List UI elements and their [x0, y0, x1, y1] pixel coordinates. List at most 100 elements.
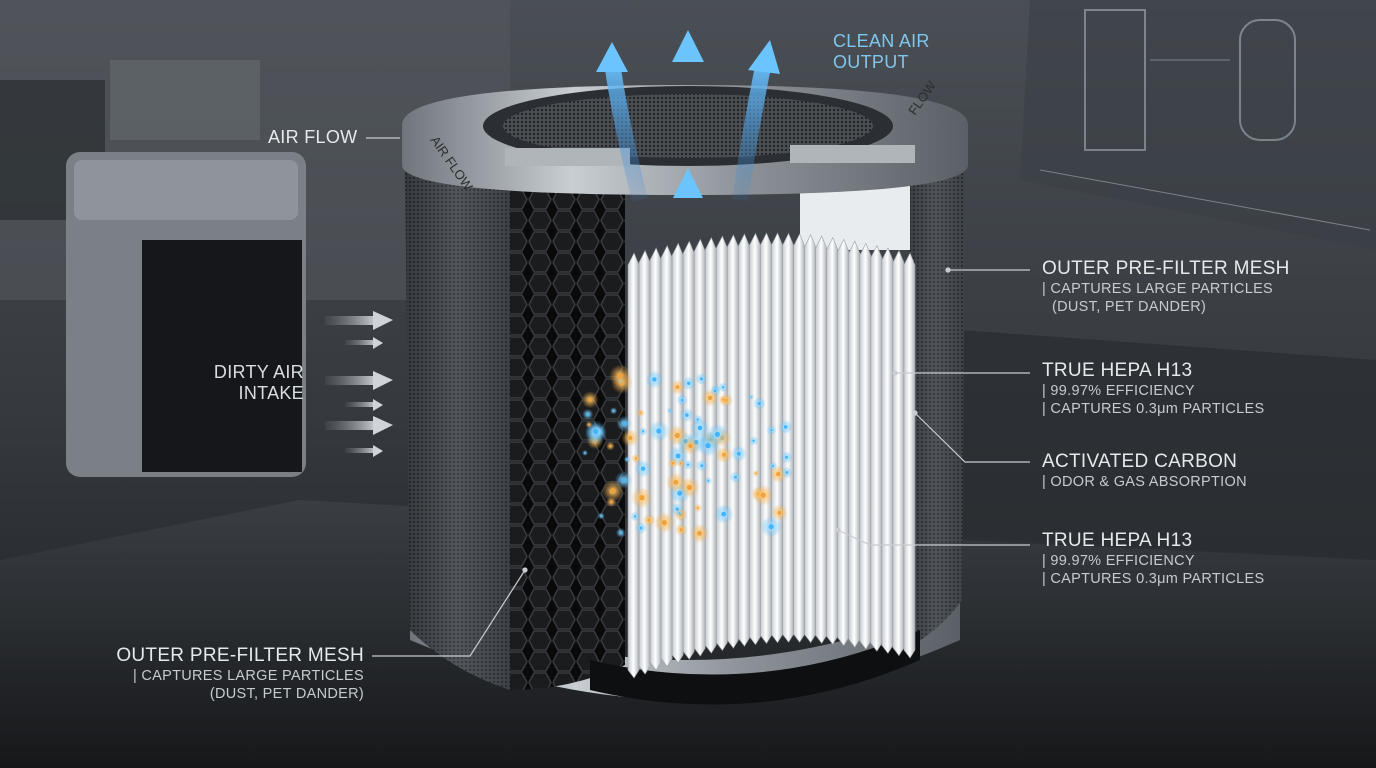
particle-core	[610, 488, 616, 494]
label-line: | CAPTURES LARGE PARTICLES	[1042, 281, 1274, 297]
particle-core	[639, 526, 643, 530]
hepa-pleat	[881, 247, 894, 654]
particle-core	[588, 397, 593, 402]
particle-core	[760, 492, 766, 498]
particle-core	[771, 464, 774, 467]
hepa-pleat	[649, 247, 662, 671]
hepa-pleat	[826, 236, 839, 645]
particle-core	[752, 439, 755, 443]
arrow-right-icon	[373, 445, 383, 457]
label-title: TRUE HEPA H13	[1042, 530, 1193, 551]
particle-core	[673, 479, 679, 485]
particle-core	[626, 458, 628, 461]
hepa-pleat	[660, 244, 673, 667]
arrow-head-icon	[748, 40, 780, 74]
particle-core	[641, 430, 645, 433]
particle-core	[656, 428, 662, 434]
clean-air-output-label: CLEAN AIR OUTPUT	[833, 31, 930, 73]
particle-core	[783, 425, 788, 429]
label-line: (DUST, PET DANDER)	[1052, 299, 1207, 315]
particle-core	[696, 506, 699, 509]
particle-core	[628, 435, 633, 441]
particle-core	[697, 425, 703, 431]
clean-air-line: OUTPUT	[833, 52, 909, 72]
label-line: | 99.97% EFFICIENCY	[1042, 383, 1195, 399]
particle-core	[679, 462, 682, 465]
arrow-right-icon	[373, 311, 393, 330]
particle-core	[612, 409, 615, 412]
dirty-air-arrows	[325, 311, 393, 457]
particle-core	[678, 512, 681, 515]
particle-core	[652, 377, 657, 382]
dirty-air-line: INTAKE	[238, 383, 304, 403]
particle-core	[647, 518, 651, 522]
hepa-pleat	[804, 234, 816, 644]
particle-core	[705, 442, 711, 449]
arrow-head-icon	[596, 42, 628, 72]
leader-hepa-bottom	[837, 529, 1030, 546]
callout-lines	[366, 137, 1030, 657]
particle-core	[721, 452, 727, 457]
particle-core	[686, 484, 693, 490]
hepa-pleat	[771, 232, 783, 644]
label-line: | CAPTURES LARGE PARTICLES	[132, 668, 364, 684]
particle-core	[785, 471, 789, 474]
particle-core	[700, 464, 704, 468]
arrow-right-icon	[373, 399, 383, 411]
particle-core	[617, 372, 623, 379]
particle-core	[685, 413, 689, 417]
particle-core	[584, 452, 586, 454]
particle-core	[588, 423, 590, 426]
hepa-pleat	[793, 233, 805, 643]
hepa-top-label: TRUE HEPA H13 | 99.97% EFFICIENCY | CAPT…	[1042, 360, 1264, 418]
hepa-pleat	[892, 249, 905, 657]
particle-core	[675, 385, 680, 389]
particle-core	[639, 495, 645, 501]
hepa-pleat	[837, 238, 850, 647]
hepa-pleat	[738, 233, 750, 647]
particle-core	[768, 524, 774, 530]
particle-core	[675, 453, 681, 459]
particle-core	[674, 432, 680, 438]
particle-core	[586, 412, 590, 416]
arrow-head-icon	[672, 30, 704, 62]
particle-core	[639, 411, 642, 414]
activated-carbon-label: ACTIVATED CARBON | ODOR & GAS ABSORPTION	[1042, 451, 1247, 491]
particle-core	[619, 531, 622, 534]
arrow-right-icon	[373, 416, 393, 435]
activated-carbon-layer	[510, 160, 625, 690]
particle-core	[600, 515, 603, 517]
captured-particles	[581, 364, 793, 544]
outer-mesh-left-label: OUTER PRE-FILTER MESH | CAPTURES LARGE P…	[60, 645, 364, 703]
label-line: | ODOR & GAS ABSORPTION	[1042, 474, 1247, 490]
particle-core	[707, 395, 713, 401]
background-air-purifier	[66, 152, 306, 477]
particle-core	[609, 445, 612, 448]
particle-core	[679, 528, 683, 532]
particle-core	[757, 401, 761, 406]
outer-mesh-right-label: OUTER PRE-FILTER MESH | CAPTURES LARGE P…	[1042, 258, 1290, 316]
air-flow-label: AIR FLOW	[268, 127, 358, 147]
hepa-pleat	[870, 244, 883, 652]
arrow-right-icon	[373, 371, 393, 390]
particle-core	[593, 428, 599, 434]
particle-core	[633, 515, 637, 518]
label-line: | CAPTURES 0.3μm PARTICLES	[1042, 571, 1265, 587]
particle-core	[777, 510, 782, 515]
hepa-pleat	[627, 252, 640, 679]
arrow-right-icon	[373, 337, 383, 349]
label-title: ACTIVATED CARBON	[1042, 451, 1238, 472]
particle-core	[736, 451, 741, 456]
particle-core	[721, 511, 727, 517]
particle-core	[688, 443, 693, 449]
leader-activated-carbon	[914, 412, 1030, 463]
clean-air-arrows	[596, 30, 780, 245]
leader-outer-mesh-left	[372, 569, 526, 657]
particle-core	[721, 386, 725, 389]
particle-core	[714, 431, 721, 437]
particle-core	[785, 455, 788, 459]
filter-cartridge: AIR FLOW FLOW	[402, 78, 968, 705]
particle-core	[696, 418, 699, 421]
